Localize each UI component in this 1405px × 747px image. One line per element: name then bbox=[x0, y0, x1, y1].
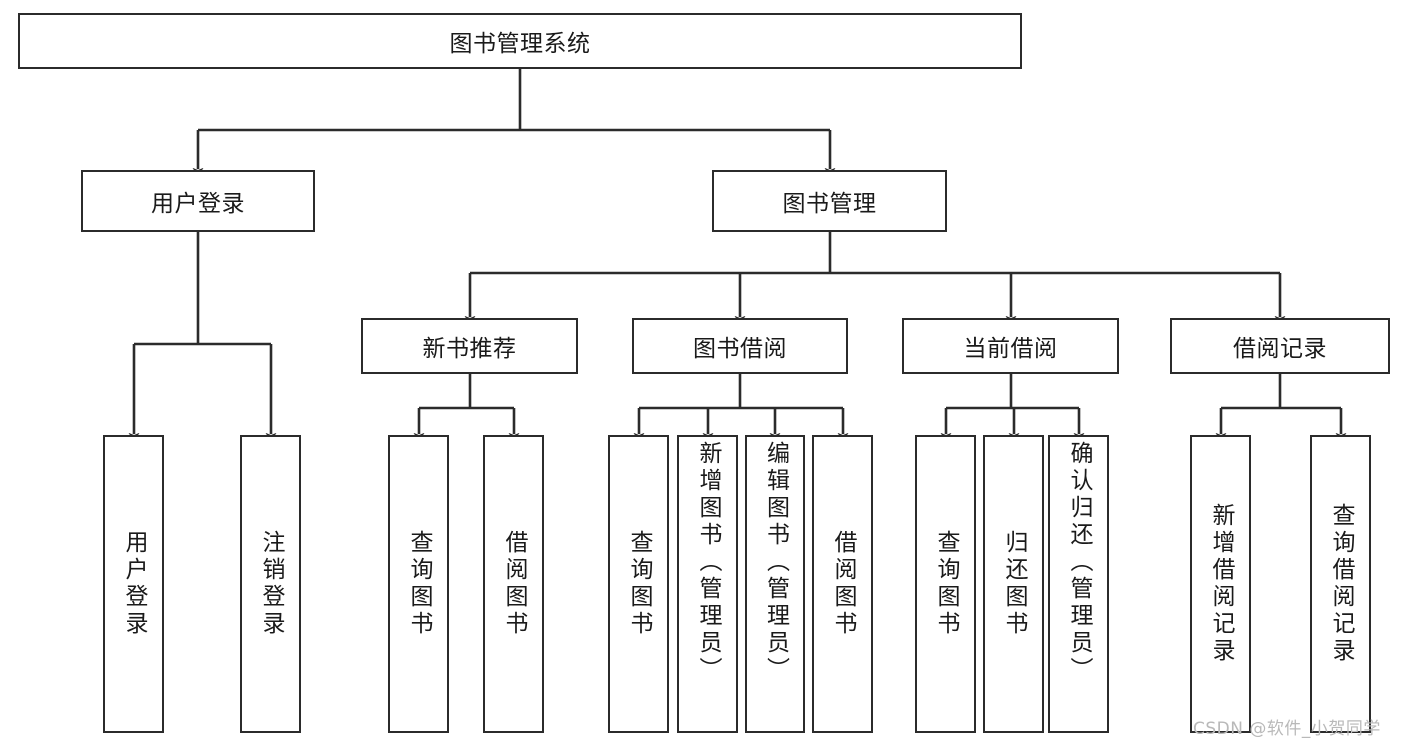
node-leaf-add-book-admin[interactable]: 新增图书（管理员） bbox=[677, 435, 738, 733]
node-book-borrow[interactable]: 图书借阅 bbox=[632, 318, 848, 374]
node-leaf-borrow-book[interactable]: 借阅图书 bbox=[812, 435, 873, 733]
node-leaf-user-logout[interactable]: 注销登录 bbox=[240, 435, 301, 733]
node-book-manage[interactable]: 图书管理 bbox=[712, 170, 947, 232]
watermark-label: CSDN @软件_小贺同学 bbox=[1193, 719, 1381, 739]
node-leaf-add-borrow-record[interactable]: 新增借阅记录 bbox=[1190, 435, 1251, 733]
node-label: 归还图书 bbox=[1001, 530, 1027, 638]
node-label: 新书推荐 bbox=[422, 336, 517, 362]
node-label: 当前借阅 bbox=[963, 336, 1058, 362]
node-label: 查询图书 bbox=[933, 530, 959, 638]
node-leaf-query-book-rec[interactable]: 查询图书 bbox=[388, 435, 449, 733]
node-label: 借阅记录 bbox=[1233, 336, 1327, 362]
node-label: 查询图书 bbox=[626, 530, 652, 638]
node-label: 新增图书（管理员） bbox=[695, 441, 721, 684]
node-leaf-query-borrow-record[interactable]: 查询借阅记录 bbox=[1310, 435, 1371, 733]
node-current-borrow[interactable]: 当前借阅 bbox=[902, 318, 1119, 374]
node-new-book-recommend[interactable]: 新书推荐 bbox=[361, 318, 578, 374]
node-leaf-edit-book-admin[interactable]: 编辑图书（管理员） bbox=[745, 435, 805, 733]
node-label: 用户登录 bbox=[151, 191, 245, 217]
node-label: 借阅图书 bbox=[830, 530, 856, 638]
node-label: 查询图书 bbox=[406, 530, 432, 638]
connector-lines bbox=[128, 69, 1347, 442]
node-leaf-borrow-book-rec[interactable]: 借阅图书 bbox=[483, 435, 544, 733]
node-label: 注销登录 bbox=[258, 530, 284, 638]
node-label: 查询借阅记录 bbox=[1328, 503, 1354, 665]
node-label: 新增借阅记录 bbox=[1208, 503, 1234, 665]
node-label: 借阅图书 bbox=[501, 530, 527, 638]
node-label: 用户登录 bbox=[121, 530, 147, 638]
node-leaf-confirm-return-admin[interactable]: 确认归还（管理员） bbox=[1048, 435, 1109, 733]
node-label: 图书管理 bbox=[782, 191, 877, 217]
node-borrow-records[interactable]: 借阅记录 bbox=[1170, 318, 1390, 374]
node-root[interactable]: 图书管理系统 bbox=[18, 13, 1022, 69]
node-leaf-query-book-current[interactable]: 查询图书 bbox=[915, 435, 976, 733]
node-label: 确认归还（管理员） bbox=[1066, 441, 1092, 684]
node-leaf-query-book-borrow[interactable]: 查询图书 bbox=[608, 435, 669, 733]
node-label: 图书管理系统 bbox=[449, 31, 591, 57]
node-leaf-return-book[interactable]: 归还图书 bbox=[983, 435, 1044, 733]
node-label: 图书借阅 bbox=[693, 336, 787, 362]
node-label: 编辑图书（管理员） bbox=[762, 441, 789, 684]
node-user-login[interactable]: 用户登录 bbox=[81, 170, 315, 232]
node-leaf-user-login[interactable]: 用户登录 bbox=[103, 435, 164, 733]
